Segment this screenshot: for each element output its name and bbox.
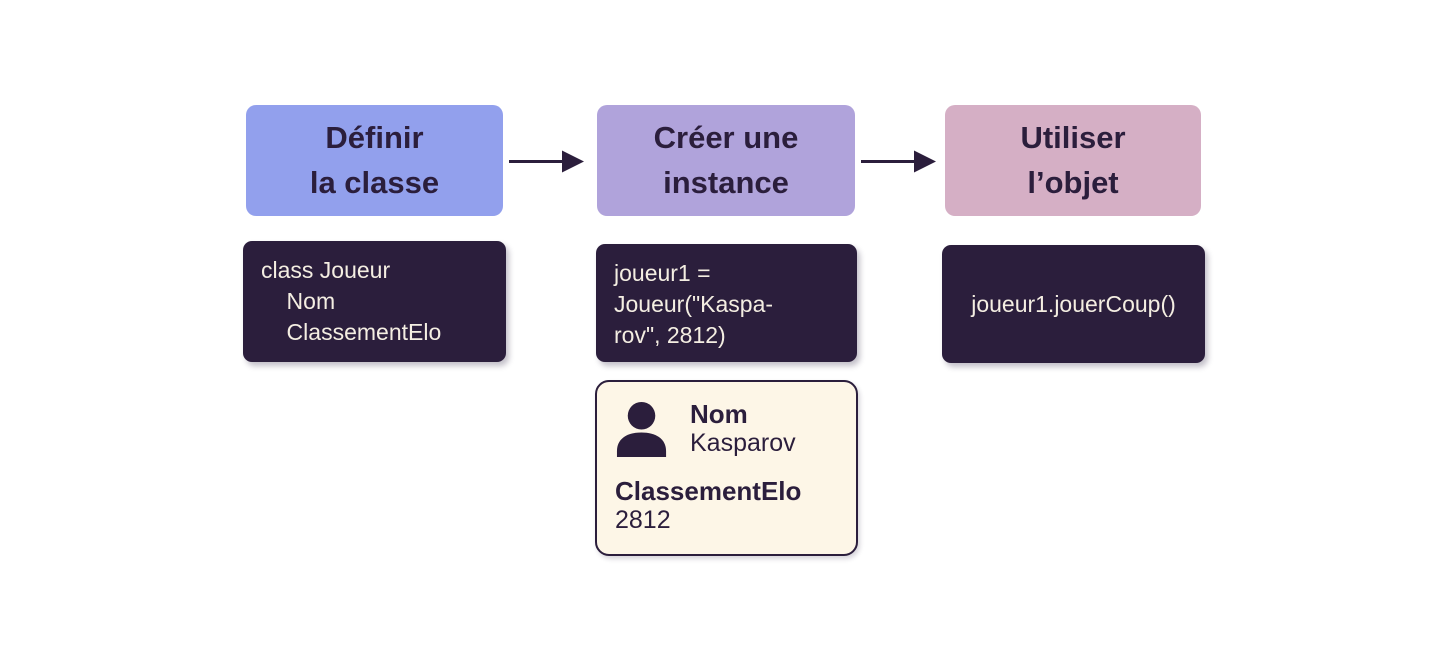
arrow-right-icon — [861, 150, 936, 173]
code-line: Joueur("Kaspa- — [614, 291, 774, 317]
instance-card: Nom Kasparov ClassementElo 2812 — [595, 380, 858, 556]
field-label: ClassementElo — [615, 476, 802, 506]
step-title-line: instance — [663, 164, 789, 200]
instance-card-name-field: Nom Kasparov — [690, 400, 796, 458]
step-title-line: l’objet — [1027, 164, 1119, 200]
field-value: 2812 — [615, 506, 671, 534]
code-line: ClassementElo — [261, 319, 442, 345]
step-title-line: la classe — [309, 164, 440, 200]
step-title-line: Définir — [325, 119, 424, 155]
field-value: Kasparov — [690, 429, 796, 457]
step-header-define-class: Définir la classe — [246, 105, 503, 216]
instance-card-elo-field: ClassementElo 2812 — [615, 477, 838, 535]
step-title-line: Utiliser — [1020, 119, 1126, 155]
field-label: Nom — [690, 399, 748, 429]
code-line: Nom — [261, 288, 336, 314]
code-line: joueur1 = — [614, 260, 711, 286]
step-title-line: Créer une — [653, 119, 799, 155]
step-header-create-instance: Créer une instance — [597, 105, 855, 216]
code-box-method-call: joueur1.jouerCoup() — [942, 245, 1205, 363]
arrow-right-icon — [509, 150, 584, 173]
person-icon — [616, 402, 667, 457]
code-box-class-definition: class Joueur Nom ClassementElo — [243, 241, 506, 362]
code-line: rov", 2812) — [614, 322, 726, 348]
code-line: class Joueur — [261, 257, 391, 283]
code-line: joueur1.jouerCoup() — [971, 290, 1176, 317]
code-box-instantiation: joueur1 = Joueur("Kaspa- rov", 2812) — [596, 244, 857, 362]
instance-card-name-row: Nom Kasparov — [615, 400, 838, 458]
step-header-use-object: Utiliser l’objet — [945, 105, 1201, 216]
